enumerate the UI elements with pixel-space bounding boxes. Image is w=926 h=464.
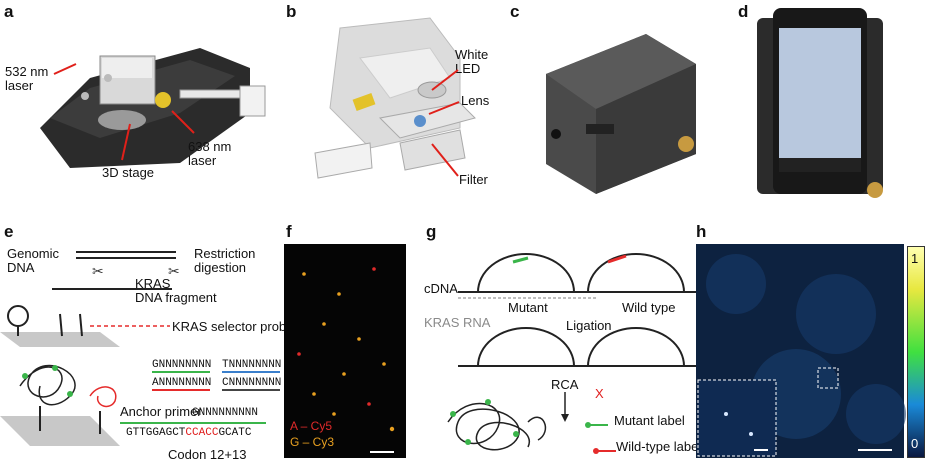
scale-bar <box>370 451 394 453</box>
kras-selector-probe-label: KRAS selector probe <box>172 319 294 334</box>
mutant-probe-icon <box>585 422 608 428</box>
kras-fragment-line <box>52 288 172 290</box>
mutant-label-top: Mutant <box>508 300 548 315</box>
colorbar <box>907 246 925 458</box>
arrow-down-icon <box>561 392 569 422</box>
panel-c-device-photo <box>526 14 706 194</box>
probe-t: TNNNNNNNN <box>222 359 282 371</box>
rca-products-illustration <box>0 364 120 446</box>
panel-c-label: c <box>510 2 520 21</box>
panel-h-microscopy-image <box>696 244 906 458</box>
cdna-label: cDNA <box>424 281 458 296</box>
3d-device-render-a <box>40 48 266 168</box>
svg-text:✂: ✂ <box>92 263 104 279</box>
kras-fragment-label: KRAS DNA fragment <box>135 276 217 305</box>
target-sequence: GTTGGAGCTCCACCGCATC <box>126 427 252 439</box>
callout-filter: Filter <box>459 172 488 187</box>
smartphone-photo <box>757 8 883 198</box>
panel-d-phone-photo <box>755 8 885 198</box>
panel-f-label: f <box>286 222 292 241</box>
callout-638nm-laser: 638 nm laser <box>188 139 232 168</box>
blue-microscopy-field <box>696 244 906 458</box>
legend-cy3: G – Cy3 <box>290 435 335 449</box>
callout-532nm-laser: 532 nm laser <box>5 64 49 93</box>
arrow-icon <box>121 123 131 161</box>
restriction-digestion-label: Restriction digestion <box>194 246 256 275</box>
wild-type-label-top: Wild type <box>622 300 676 315</box>
ligation-label: Ligation <box>566 318 612 333</box>
anchor-underline <box>120 422 266 424</box>
legend-cy5: A – Cy5 <box>290 419 333 433</box>
arrow-icon <box>431 143 459 177</box>
selector-probe-illustration <box>0 305 170 347</box>
arrow-icon <box>53 63 77 75</box>
fluorescence-dots <box>297 267 395 432</box>
panel-a-label: a <box>4 2 14 21</box>
ligation-diagram <box>458 253 698 367</box>
mutant-label-legend: Mutant label <box>614 413 685 428</box>
callout-white-led: White LED <box>455 47 489 76</box>
genomic-dna-label: Genomic DNA <box>7 246 60 275</box>
probe-a: ANNNNNNNN <box>152 377 212 389</box>
panel-b-label: b <box>286 2 297 21</box>
panel-f-fluorescence-image <box>284 244 406 458</box>
panel-d-label: d <box>738 2 749 21</box>
anchor-sequence: GNNNNNNNNN <box>192 407 259 419</box>
panel-a-device-render <box>30 18 270 178</box>
x-mark: X <box>595 386 604 401</box>
arrow-icon <box>431 69 459 91</box>
arrow-icon <box>171 110 195 134</box>
rca-label: RCA <box>551 377 579 392</box>
panel-g-label: g <box>426 222 437 241</box>
colorbar-min-label: 0 <box>911 436 919 451</box>
wildtype-probe-icon <box>593 448 616 454</box>
panel-h-label: h <box>696 222 707 241</box>
anchor-primer-label: Anchor primer <box>120 404 202 419</box>
rca-product-illustration <box>447 399 547 451</box>
probe-g: GNNNNNNNN <box>152 359 212 371</box>
codon-label: Codon 12+13 <box>168 447 247 462</box>
svg-text:✂: ✂ <box>168 263 180 279</box>
dna-double-strand <box>76 251 176 259</box>
probe-c: CNNNNNNNN <box>222 377 282 389</box>
probe-underlines <box>152 371 280 391</box>
kras-rna-label: KRAS RNA <box>424 315 491 330</box>
panel-b-exploded-view <box>310 17 480 188</box>
codon-highlight: CCACC <box>185 427 219 439</box>
panel-e-label: e <box>4 222 14 241</box>
printed-device-photo <box>546 34 696 194</box>
exploded-render-b <box>314 17 476 179</box>
colorbar-max-label: 1 <box>911 251 919 266</box>
wildtype-label-legend: Wild-type label <box>616 439 702 454</box>
callout-lens: Lens <box>461 93 490 108</box>
arrow-icon <box>428 101 460 115</box>
scissors-icon: ✂ ✂ <box>92 263 180 279</box>
callout-3d-stage: 3D stage <box>102 165 155 180</box>
